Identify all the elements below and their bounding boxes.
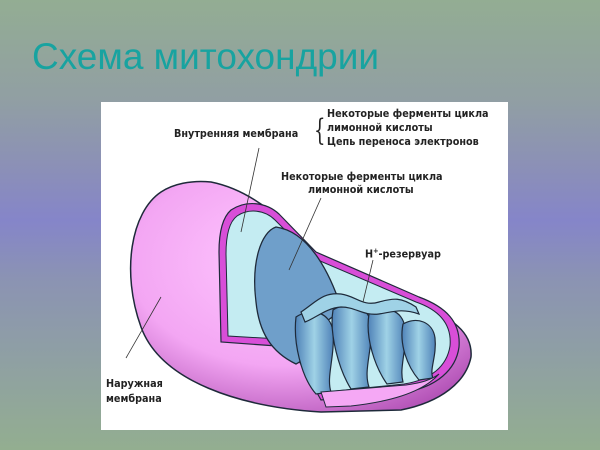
reservoir-text: -резервуар — [378, 248, 441, 261]
mitochondrion-diagram: Внутренняя мембрана { Некоторые ферменты… — [101, 102, 508, 430]
label-outer-membrane-line1: Наружная — [106, 378, 163, 390]
label-inner-membrane: Внутренняя мембрана — [174, 128, 299, 140]
label-inner-membrane-item-1: Некоторые ферменты цикла — [327, 108, 489, 120]
brace: { — [314, 113, 326, 148]
label-matrix-enzymes-line2: лимонной кислоты — [308, 184, 414, 196]
h-charge: + — [373, 247, 379, 255]
label-inner-membrane-item-2: лимонной кислоты — [327, 122, 433, 134]
slide-title: Схема митохондрии — [32, 36, 380, 77]
label-inner-membrane-item-3: Цепь переноса электронов — [327, 136, 479, 148]
leader-lines — [125, 147, 374, 359]
label-h-reservoir: H+-резервуар — [365, 245, 441, 262]
label-outer-membrane-line2: мембрана — [106, 393, 162, 405]
label-matrix-enzymes-line1: Некоторые ферменты цикла — [281, 171, 443, 183]
mitochondrion-illustration — [125, 147, 472, 413]
outer-membrane-lower-fold — [320, 373, 440, 408]
h-symbol: H — [365, 248, 374, 261]
cristae — [294, 293, 436, 395]
